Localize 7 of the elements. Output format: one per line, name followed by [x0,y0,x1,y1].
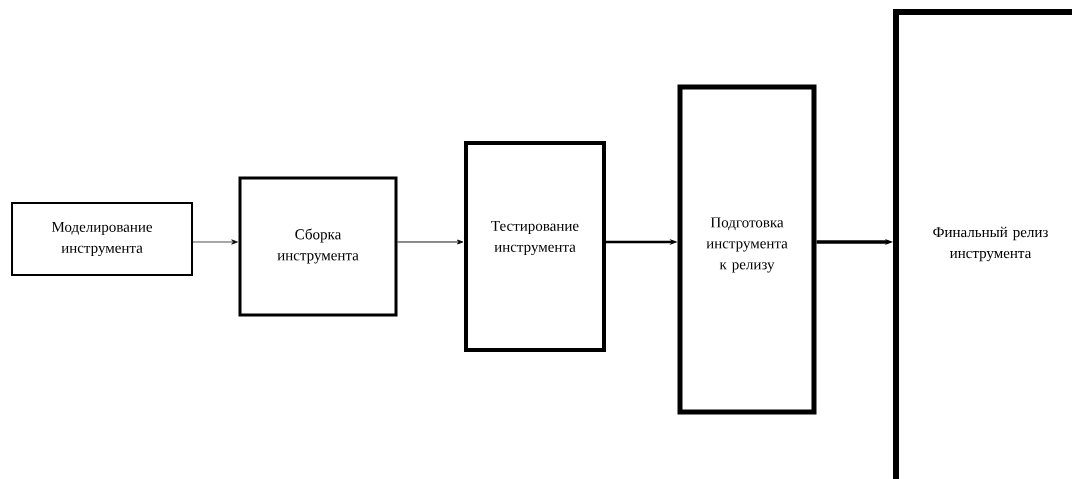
process-box: Тестирование инструмента [464,141,606,352]
process-box: Сборка инструмента [238,176,398,317]
process-box: Моделирование инструмента [11,202,193,276]
arrow [192,239,238,245]
process-box: Финальный релиз инструмента [893,9,1072,479]
arrow [397,239,464,245]
process-box: Подготовка инструмента к релизу [677,84,817,415]
